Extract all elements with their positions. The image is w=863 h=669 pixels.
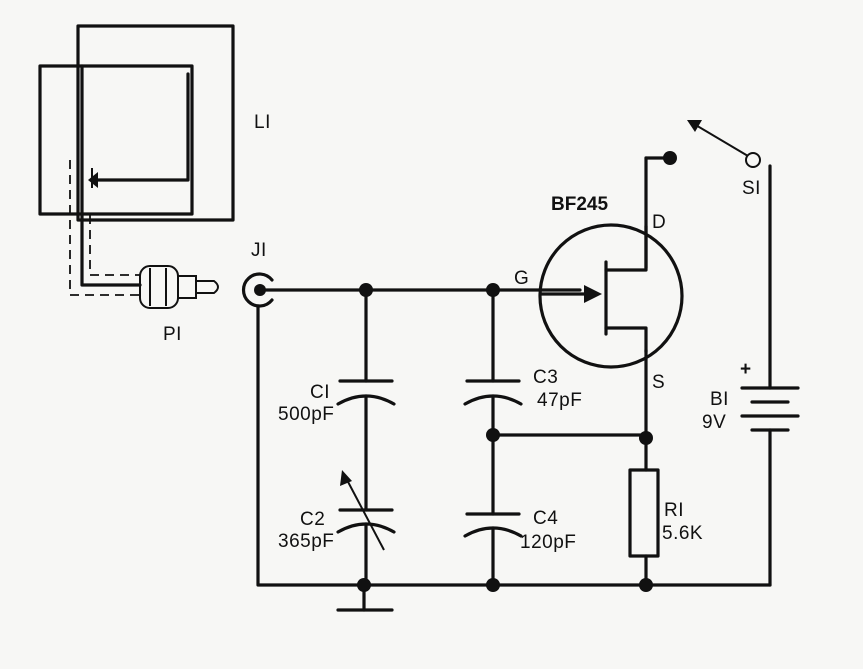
switch-contact-left [663, 151, 677, 165]
junction-ground-r1 [639, 578, 653, 592]
r1-body [628, 468, 660, 558]
antenna-inner-frame [38, 64, 194, 216]
plug-sleeve [139, 265, 179, 309]
loop-antenna-l1: LI [38, 24, 271, 296]
label-gate: G [514, 268, 529, 289]
label-c3-value: 47pF [537, 390, 582, 411]
label-c3-name: C3 [533, 367, 558, 388]
resistor-r1: RI 5.6K [628, 468, 703, 558]
jack-j1: JI [241, 240, 274, 308]
ground-return-left [256, 304, 772, 587]
c3-plate-curved [463, 394, 523, 406]
label-s1: SI [742, 178, 761, 199]
antenna-lead-dashed [89, 215, 140, 276]
antenna-outer-frame [76, 24, 235, 222]
label-transistor: BF245 [551, 194, 608, 215]
c2-plate-curved [336, 522, 396, 534]
jfet-envelope [538, 223, 684, 369]
capacitor-c4: C4 120pF [463, 508, 576, 553]
label-c4-value: 120pF [520, 532, 576, 553]
switch-lever-arrow [687, 120, 702, 132]
c1-plate-curved [336, 394, 396, 406]
label-p1: PI [163, 324, 182, 345]
antenna-inner-lead [93, 72, 190, 182]
junction-ground-c2 [357, 578, 371, 592]
junction-c3-top [486, 283, 500, 297]
battery-b1: + BI 9V [702, 359, 800, 433]
label-l1: LI [254, 112, 271, 133]
label-c2-value: 365pF [278, 531, 334, 552]
label-b1-polarity: + [740, 359, 751, 380]
variable-capacitor-c2: C2 365pF [278, 470, 396, 552]
plug-tip [195, 280, 219, 294]
label-drain: D [652, 212, 666, 233]
switch-s1: SI [663, 120, 761, 199]
plug-collar [177, 275, 197, 299]
label-b1-name: BI [710, 389, 729, 410]
switch-lever [693, 123, 749, 157]
switch-contact-right [745, 152, 761, 168]
jack-center-pin [254, 284, 266, 296]
plug-p1: PI [139, 265, 219, 345]
label-j1: JI [251, 240, 267, 261]
label-r1-name: RI [664, 500, 684, 521]
label-b1-value: 9V [702, 412, 726, 433]
antenna-shield-dashed [69, 160, 140, 296]
jfet-bf245: BF245 G D S [514, 194, 684, 393]
label-c1-name: CI [310, 382, 330, 403]
capacitor-c3: C3 47pF [463, 367, 582, 411]
junction-c1-top [359, 283, 373, 297]
antenna-winding [80, 64, 142, 287]
c2-variable-arrow-shaft [345, 477, 385, 551]
wiring [256, 156, 772, 612]
label-source: S [652, 372, 665, 393]
label-c4-name: C4 [533, 508, 558, 529]
label-r1-value: 5.6K [662, 523, 703, 544]
c2-variable-arrow-head [340, 470, 352, 486]
jfet-drain-internal [604, 224, 648, 272]
jfet-gate-arrow [584, 285, 602, 303]
junction-source [639, 431, 653, 445]
capacitor-c1: CI 500pF [278, 379, 396, 425]
junction-ground-c4 [486, 578, 500, 592]
jfet-source-internal [604, 326, 648, 354]
c4-plate-curved [463, 526, 523, 538]
jack-shell [241, 272, 274, 308]
junction-c3-c4 [486, 428, 500, 442]
junctions [357, 283, 653, 592]
label-c2-name: C2 [300, 509, 325, 530]
label-c1-value: 500pF [278, 404, 334, 425]
